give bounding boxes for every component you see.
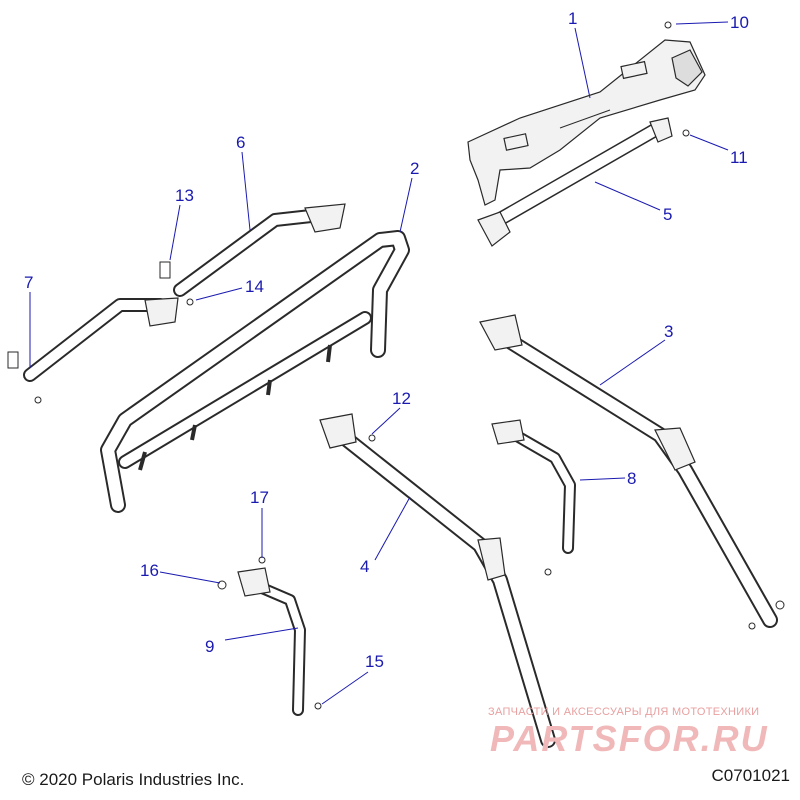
callout-6: 6 <box>236 133 245 152</box>
callout-1: 1 <box>568 9 577 28</box>
callout-17: 17 <box>250 488 269 507</box>
callout-9: 9 <box>205 637 214 656</box>
callout-7: 7 <box>24 273 33 292</box>
callout-10: 10 <box>730 13 749 32</box>
callout-3: 3 <box>664 322 673 341</box>
callout-2: 2 <box>410 159 419 178</box>
callout-labels: 1 2 3 4 5 6 7 8 9 10 11 12 13 14 15 16 1… <box>24 9 749 671</box>
copyright-notice: © 2020 Polaris Industries Inc. <box>22 770 245 789</box>
callout-13: 13 <box>175 186 194 205</box>
part-upper-side-bar-6 <box>173 203 346 297</box>
part-front-roll-bar <box>100 230 410 513</box>
part-rear-support-3 <box>479 314 778 628</box>
callout-8: 8 <box>627 469 636 488</box>
callout-5: 5 <box>663 205 672 224</box>
figure-id: C0701021 <box>711 766 790 785</box>
part-brace-8 <box>491 419 576 554</box>
part-rear-support-4 <box>319 413 556 748</box>
part-roof-panel <box>467 39 706 206</box>
part-brace-9 <box>237 567 306 716</box>
hardware-fasteners <box>7 21 785 710</box>
callout-leaders <box>29 21 729 705</box>
callout-16: 16 <box>140 561 159 580</box>
part-rear-cross-bar <box>477 117 673 247</box>
callout-14: 14 <box>245 277 264 296</box>
callout-15: 15 <box>365 652 384 671</box>
callout-4: 4 <box>360 557 369 576</box>
part-lower-side-bar-7 <box>23 297 179 382</box>
watermark-tagline: ЗАПЧАСТИ И АКСЕССУАРЫ ДЛЯ МОТОТЕХНИКИ <box>488 706 760 718</box>
watermark-logo: PARTSFOR.RU <box>490 718 769 759</box>
callout-11: 11 <box>730 148 748 167</box>
callout-12: 12 <box>392 389 411 408</box>
